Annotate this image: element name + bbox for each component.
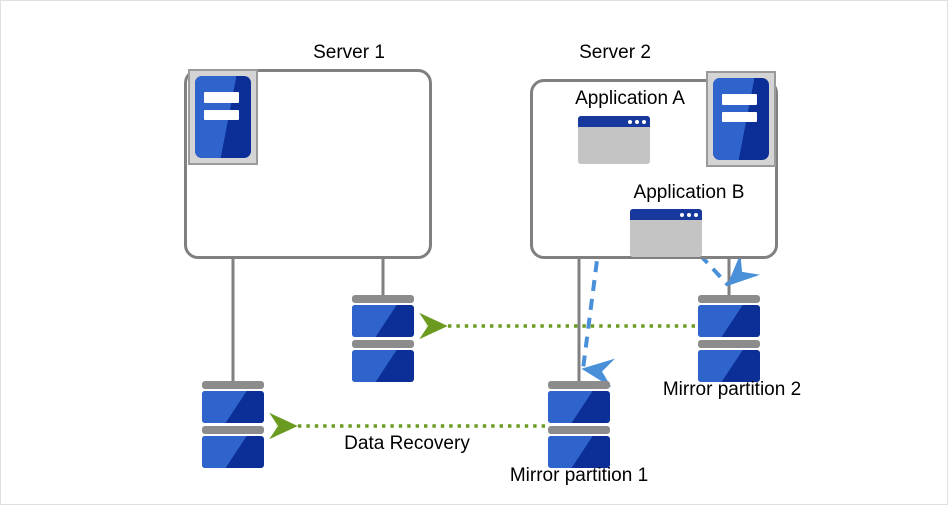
- server-tower-bar-upper: [203, 92, 239, 104]
- server1-disk-bottom-icon: [202, 381, 264, 471]
- window-dot: [642, 119, 646, 124]
- disk-block: [202, 436, 264, 468]
- window-dot: [635, 119, 639, 124]
- server-tower-bar-lower: [721, 111, 757, 123]
- disk-block: [352, 350, 414, 382]
- window-dot: [628, 119, 632, 124]
- disk-bar: [548, 381, 610, 389]
- server-tower-body: [713, 78, 769, 160]
- application-b-label: Application B: [633, 182, 745, 203]
- disk-bar: [698, 340, 760, 348]
- disk-bar: [202, 381, 264, 389]
- server1-disk-top-icon: [352, 295, 414, 385]
- disk-block: [698, 350, 760, 382]
- server1-server-tower-icon: [188, 69, 258, 165]
- application-a-label: Application A: [575, 88, 685, 109]
- disk-bar: [352, 340, 414, 348]
- server-tower-bar-upper: [721, 94, 757, 106]
- application-window-titlebar: [630, 209, 702, 220]
- mirror-partition-2-label: Mirror partition 2: [662, 379, 802, 400]
- mirror-partition-1-icon: [548, 381, 610, 471]
- server-tower-bar-lower: [203, 109, 239, 121]
- disk-block: [352, 305, 414, 337]
- server2-title: Server 2: [579, 42, 651, 63]
- server2-server-tower-icon: [706, 71, 776, 167]
- disk-block: [698, 305, 760, 337]
- server1-title: Server 1: [313, 42, 385, 63]
- disk-bar: [698, 295, 760, 303]
- disk-block: [548, 436, 610, 468]
- application-window-titlebar: [578, 116, 650, 127]
- disk-bar: [548, 426, 610, 434]
- mirror-partition-2-icon: [698, 295, 760, 385]
- disk-block: [202, 391, 264, 423]
- window-dot: [687, 212, 691, 217]
- mirror-partition-1-label: Mirror partition 1: [509, 465, 649, 486]
- data-recovery-label: Data Recovery: [344, 433, 470, 454]
- window-dot: [680, 212, 684, 217]
- server-tower-body: [195, 76, 251, 158]
- disk-bar: [352, 295, 414, 303]
- application-b-window-icon: [630, 209, 702, 257]
- window-dot: [694, 212, 698, 217]
- disk-bar: [202, 426, 264, 434]
- disk-block: [548, 391, 610, 423]
- application-a-window-icon: [578, 116, 650, 164]
